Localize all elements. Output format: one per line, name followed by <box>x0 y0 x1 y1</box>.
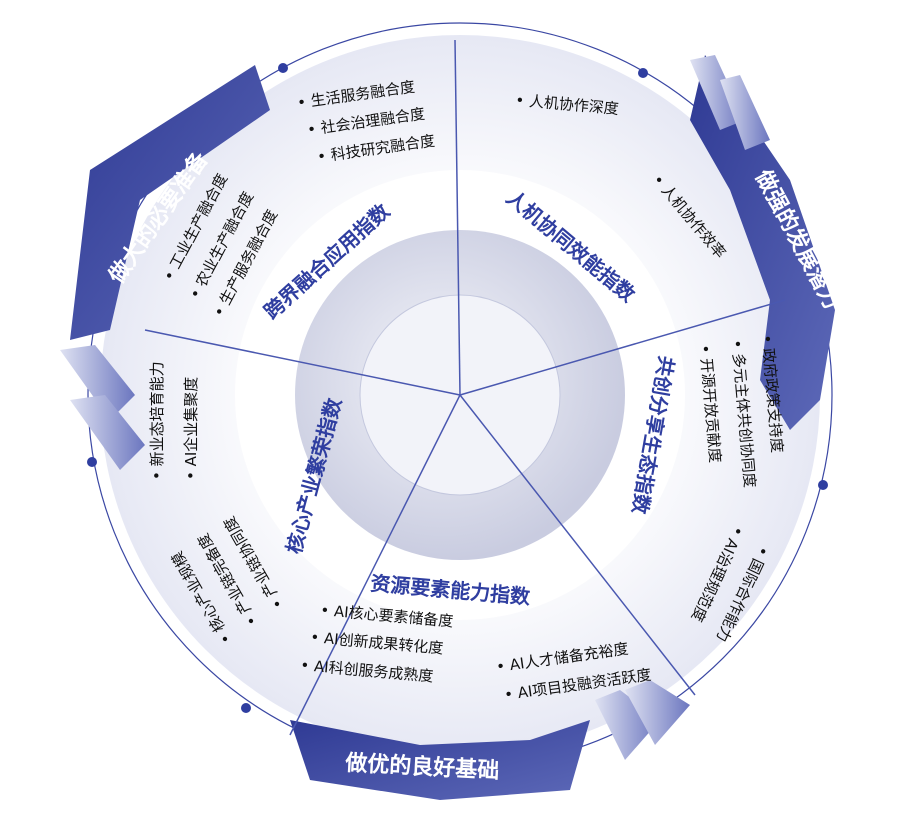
ring-dots <box>87 63 828 713</box>
banner-left <box>70 65 270 340</box>
chevron-arrows <box>60 55 770 760</box>
item: • AI企业集聚度 <box>182 377 200 480</box>
item: • 新业态培育能力 <box>148 361 166 480</box>
section-dividers <box>144 39 786 736</box>
banner-bottom <box>290 720 590 800</box>
banner-right <box>690 55 835 430</box>
